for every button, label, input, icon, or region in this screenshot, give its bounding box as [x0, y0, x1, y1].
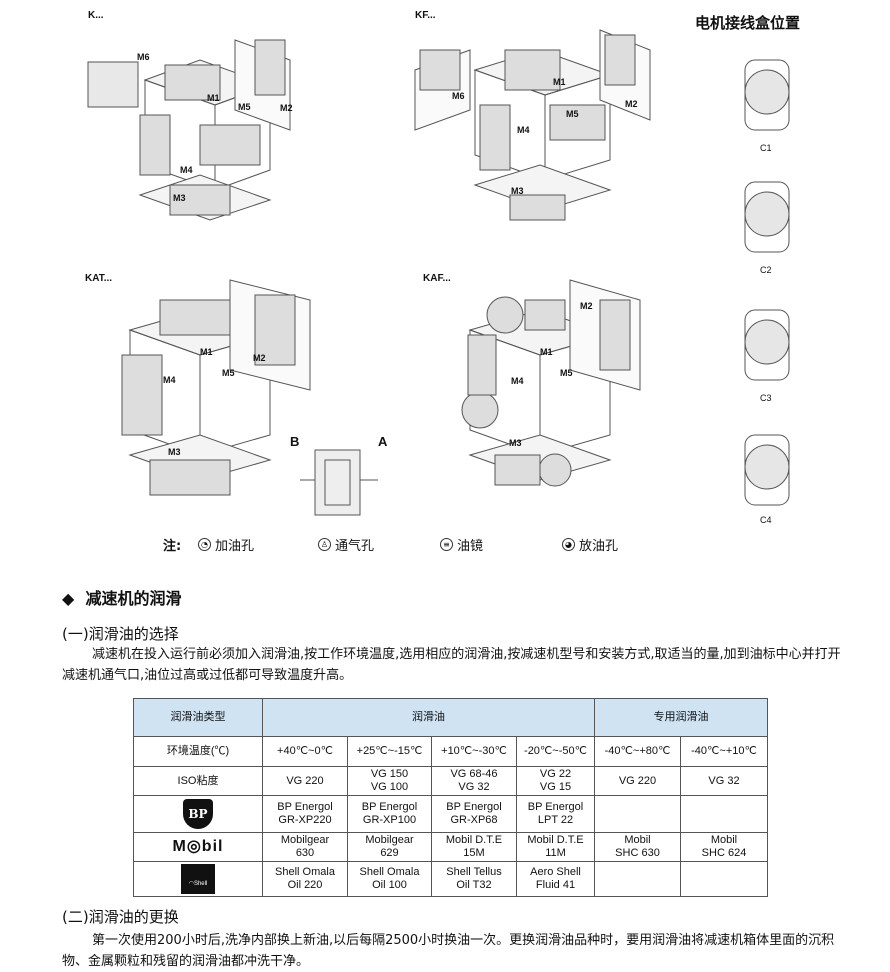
- kf-m5: M5: [566, 109, 579, 119]
- terminal-box-drawings: [744, 59, 790, 506]
- mobil-logo: M◎bil: [172, 837, 224, 855]
- diamond-icon: ◆: [62, 589, 75, 608]
- header-oil: 润滑油: [262, 698, 595, 737]
- k-m6: M6: [137, 52, 150, 62]
- kaf-cube: [461, 279, 641, 487]
- k-m3: M3: [173, 193, 186, 203]
- kat-cube: [121, 279, 311, 496]
- k-m1: M1: [207, 93, 220, 103]
- c3-label: C3: [760, 393, 772, 403]
- kaf-m2: M2: [580, 301, 593, 311]
- c2-label: C2: [760, 265, 772, 275]
- kaf-m3: M3: [509, 438, 522, 448]
- selection-heading: (一)润滑油的选择: [62, 625, 179, 643]
- legend-vent-hole: ♙通气孔: [318, 535, 374, 554]
- replacement-heading: (二)润滑油的更换: [62, 908, 179, 926]
- kf-title: KF...: [415, 10, 436, 21]
- k-cube: [87, 39, 291, 221]
- k-title: K...: [88, 10, 104, 21]
- side-a: A: [378, 434, 388, 449]
- k-m2: M2: [280, 103, 293, 113]
- shell-logo: ◠Shell: [181, 864, 215, 894]
- section-title: ◆ 减速机的润滑: [62, 589, 182, 608]
- legend-prefix: 注:: [163, 539, 182, 554]
- fill-hole-icon: ◔: [198, 538, 211, 551]
- kf-m3: M3: [511, 186, 524, 196]
- lubricant-table: 润滑油类型 润滑油 专用润滑油 环境温度(℃) +40℃~0℃ +25℃~-15…: [133, 698, 768, 897]
- drain-hole-icon: ◕: [562, 538, 575, 551]
- kaf-title: KAF...: [423, 273, 451, 284]
- kat-m1: M1: [200, 347, 213, 357]
- kaf-m1: M1: [540, 347, 553, 357]
- k-m4: M4: [180, 165, 193, 175]
- legend-fill-hole: ◔加油孔: [198, 535, 254, 554]
- kat-m4: M4: [163, 375, 176, 385]
- vent-hole-icon: ♙: [318, 538, 331, 551]
- kf-m1: M1: [553, 77, 566, 87]
- header-special: 专用润滑油: [594, 698, 768, 737]
- legend-sight-glass: ≡油镜: [440, 535, 483, 554]
- side-b: B: [290, 434, 300, 449]
- kaf-m5: M5: [560, 368, 573, 378]
- kf-cube: [414, 29, 651, 221]
- legend-drain-hole: ◕放油孔: [562, 535, 618, 554]
- mounting-position-drawings: [87, 29, 790, 516]
- k-m5: M5: [238, 102, 251, 112]
- kat-m3: M3: [168, 447, 181, 457]
- kaf-m4: M4: [511, 376, 524, 386]
- kf-m6: M6: [452, 91, 465, 101]
- header-type: 润滑油类型: [133, 698, 263, 737]
- c4-label: C4: [760, 515, 772, 525]
- c1-label: C1: [760, 143, 772, 153]
- bp-logo: BP: [183, 799, 213, 829]
- kat-m5: M5: [222, 368, 235, 378]
- kat-title: KAT...: [85, 273, 113, 284]
- terminal-box-title: 电机接线盒位置: [695, 14, 801, 32]
- table-header-row: 润滑油类型 润滑油 专用润滑油: [133, 698, 768, 737]
- side-view: [300, 449, 378, 516]
- replacement-text: 第一次使用200小时后,洗净内部换上新油,以后每隔2500小时换油一次。更换润滑…: [62, 933, 835, 969]
- table-row-temp: 环境温度(℃) +40℃~0℃ +25℃~-15℃ +10℃~-30℃ -20℃…: [133, 736, 768, 767]
- sight-glass-icon: ≡: [440, 538, 453, 551]
- kf-m4: M4: [517, 125, 530, 135]
- selection-text: 减速机在投入运行前必须加入润滑油,按工作环境温度,选用相应的润滑油,按减速机型号…: [62, 647, 841, 683]
- kat-m2: M2: [253, 353, 266, 363]
- kf-m2: M2: [625, 99, 638, 109]
